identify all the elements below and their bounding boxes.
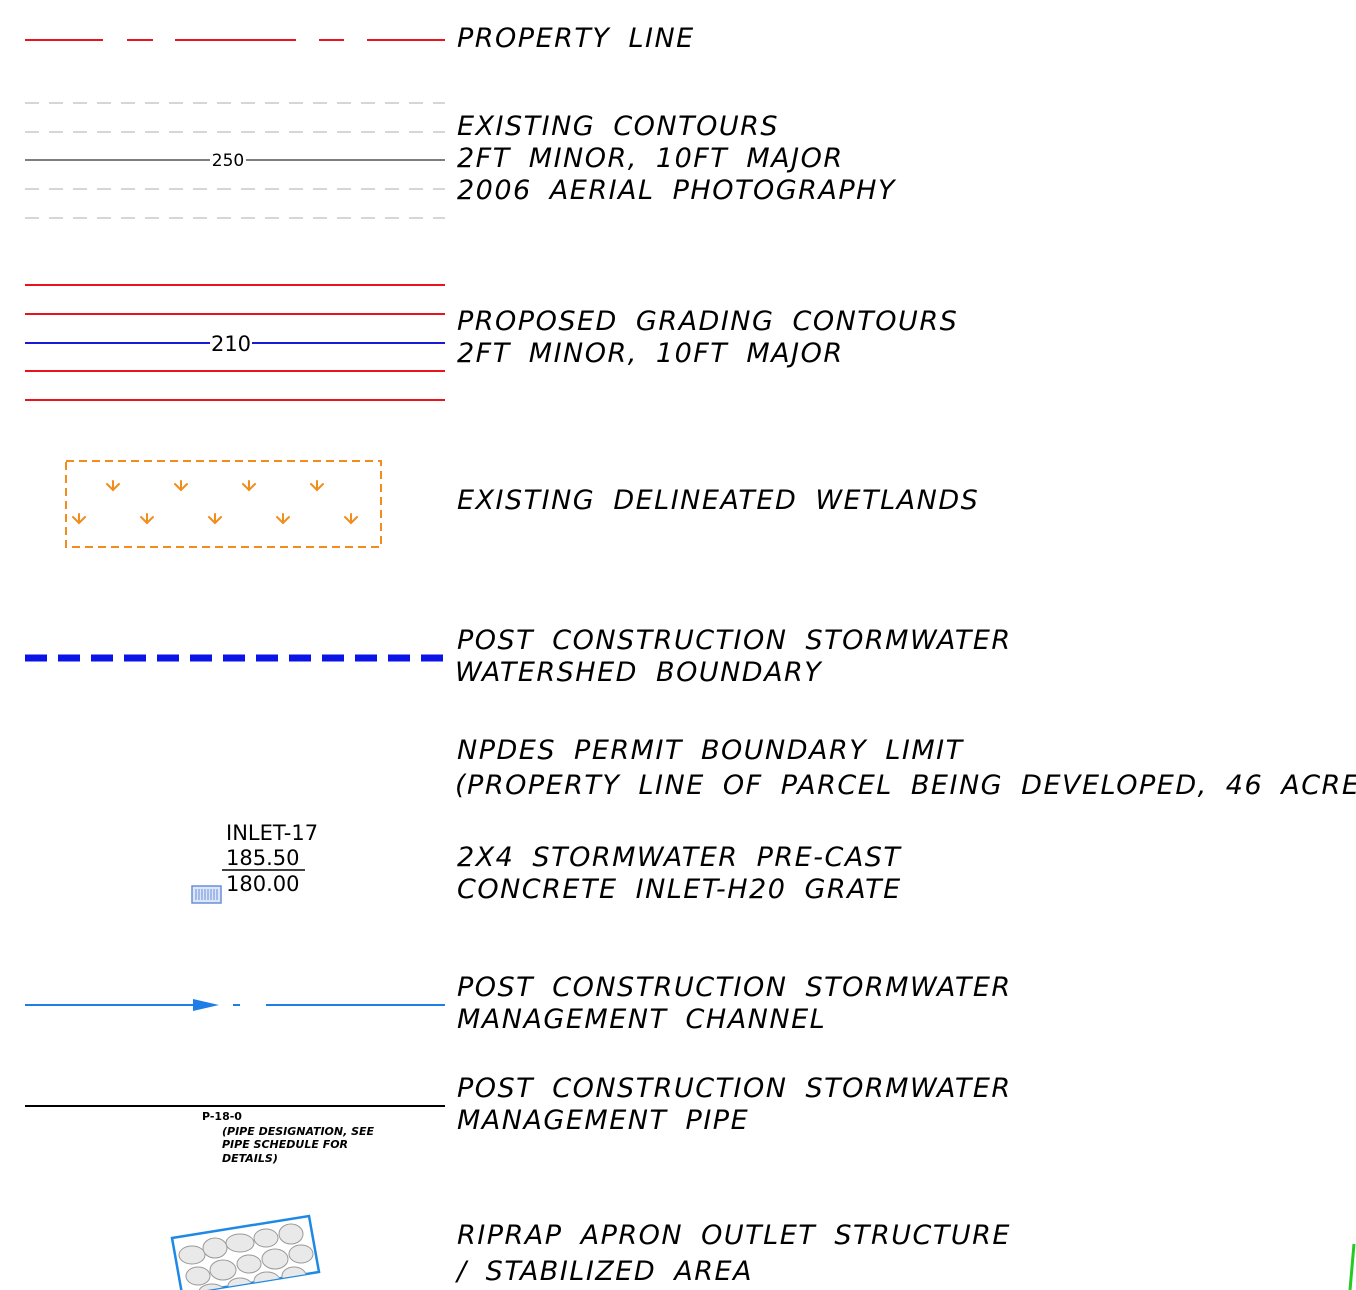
wetland-symbol-mark (310, 480, 324, 492)
property-line-label: PROPERTY LINE (457, 23, 695, 54)
npdes-label-1: NPDES PERMIT BOUNDARY LIMIT (457, 735, 965, 766)
wetland-symbol-mark (208, 513, 222, 525)
wetland-symbol-mark (72, 513, 86, 525)
legend-item-pipe: P-18-0 (PIPE DESIGNATION, SEE PIPE SCHED… (25, 1073, 1012, 1165)
legend-item-proposed-contours: 210 PROPOSED GRADING CONTOURS 2FT MINOR,… (25, 284, 958, 401)
pipe-note-3: DETAILS) (222, 1152, 278, 1165)
pipe-designation: P-18-0 (202, 1110, 242, 1123)
riprap-label-2: / STABILIZED AREA (455, 1256, 753, 1287)
green-marker-line (1348, 1243, 1356, 1290)
inlet-label-2: CONCRETE INLET-H20 GRATE (457, 874, 902, 905)
inlet-grate-icon (191, 885, 222, 904)
wetland-symbol-mark (106, 480, 120, 492)
proposed-contours-label-2: 2FT MINOR, 10FT MAJOR (457, 338, 844, 369)
proposed-contours-symbol (25, 284, 445, 401)
legend-item-property-line: PROPERTY LINE (25, 23, 695, 54)
wetland-symbol-mark (344, 513, 358, 525)
watershed-label-1: POST CONSTRUCTION STORMWATER (457, 625, 1012, 656)
channel-symbol (25, 999, 445, 1011)
riprap-label-1: RIPRAP APRON OUTLET STRUCTURE (457, 1220, 1011, 1251)
inlet-name: INLET-17 (226, 821, 318, 845)
inlet-invert-elevation: 180.00 (226, 872, 299, 896)
legend-item-existing-contours: 250 EXISTING CONTOURS 2FT MINOR, 10FT MA… (25, 102, 897, 219)
legend-item-npdes-boundary: NPDES PERMIT BOUNDARY LIMIT (PROPERTY LI… (455, 735, 1356, 801)
legend-item-riprap: RIPRAP APRON OUTLET STRUCTURE / STABILIZ… (170, 1214, 1011, 1290)
pipe-note-1: (PIPE DESIGNATION, SEE (222, 1125, 375, 1138)
legend-item-watershed-boundary: POST CONSTRUCTION STORMWATER WATERSHED B… (25, 625, 1012, 688)
proposed-contours-label-1: PROPOSED GRADING CONTOURS (457, 306, 958, 337)
existing-contours-label-3: 2006 AERIAL PHOTOGRAPHY (457, 175, 897, 206)
proposed-contour-elevation-label: 210 (211, 332, 251, 356)
wetlands-symbol (65, 460, 382, 548)
npdes-label-2: (PROPERTY LINE OF PARCEL BEING DEVELOPED… (455, 770, 1356, 801)
existing-contours-symbol (25, 102, 445, 219)
existing-contours-label-2: 2FT MINOR, 10FT MAJOR (457, 143, 844, 174)
wetland-symbol-mark (276, 513, 290, 525)
wetland-symbol-mark (242, 480, 256, 492)
pipe-label-1: POST CONSTRUCTION STORMWATER (457, 1073, 1012, 1104)
wetland-symbol-mark (140, 513, 154, 525)
riprap-symbol (170, 1214, 321, 1290)
wetlands-label: EXISTING DELINEATED WETLANDS (457, 485, 979, 516)
inlet-label-1: 2X4 STORMWATER PRE-CAST (457, 842, 902, 873)
legend-item-wetlands: EXISTING DELINEATED WETLANDS (65, 460, 979, 548)
watershed-label-2: WATERSHED BOUNDARY (455, 657, 823, 688)
channel-label-2: MANAGEMENT CHANNEL (457, 1004, 826, 1035)
legend-item-channel: POST CONSTRUCTION STORMWATER MANAGEMENT … (25, 972, 1012, 1035)
pipe-label-2: MANAGEMENT PIPE (457, 1105, 749, 1136)
existing-contours-label-1: EXISTING CONTOURS (457, 111, 779, 142)
wetland-symbol-mark (174, 480, 188, 492)
pipe-note-2: PIPE SCHEDULE FOR (222, 1138, 348, 1151)
existing-contour-elevation-label: 250 (212, 151, 244, 171)
channel-label-1: POST CONSTRUCTION STORMWATER (457, 972, 1012, 1003)
legend-item-inlet: INLET-17 185.50 180.00 2X4 STORMWATER PR… (191, 821, 902, 905)
inlet-top-elevation: 185.50 (226, 846, 299, 870)
